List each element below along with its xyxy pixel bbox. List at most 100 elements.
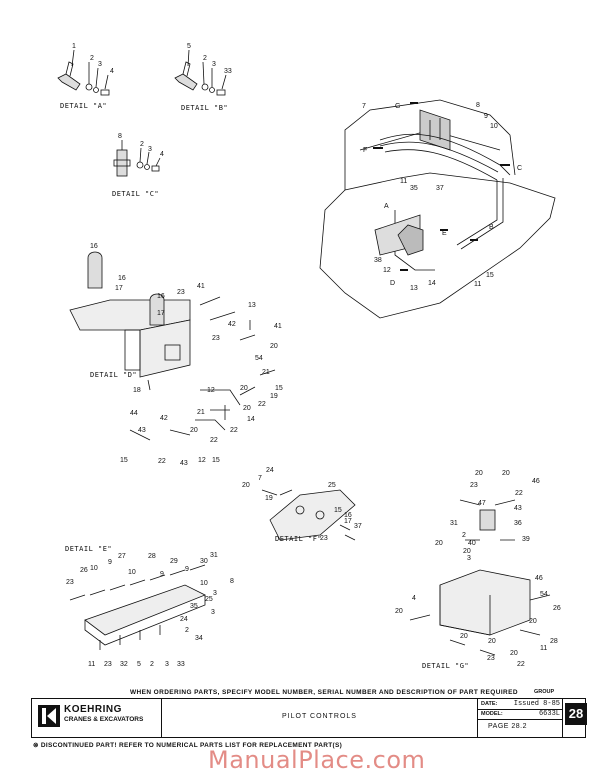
svg-text:11: 11: [540, 645, 547, 652]
svg-text:42: 42: [228, 321, 236, 328]
svg-text:F: F: [363, 147, 367, 154]
detail-a-label: DETAIL "A": [60, 102, 108, 110]
ordering-note: WHEN ORDERING PARTS, SPECIFY MODEL NUMBE…: [130, 689, 518, 696]
svg-text:37: 37: [436, 185, 444, 192]
svg-text:44: 44: [130, 410, 138, 417]
svg-text:8: 8: [476, 102, 480, 109]
svg-text:3: 3: [213, 590, 217, 597]
svg-text:9: 9: [108, 559, 112, 566]
svg-text:9: 9: [160, 571, 164, 578]
svg-text:12: 12: [383, 267, 391, 274]
detail-e-label: DETAIL "E": [65, 545, 113, 553]
svg-text:33: 33: [224, 68, 232, 75]
svg-text:14: 14: [247, 416, 255, 423]
svg-text:23: 23: [470, 482, 478, 489]
svg-text:20: 20: [510, 650, 518, 657]
svg-text:15: 15: [486, 272, 494, 279]
svg-text:G: G: [395, 103, 400, 110]
svg-text:47: 47: [478, 500, 486, 507]
meta-cell: DATE: Issued 8-85 MODEL: 6633L PAGE 28.2: [477, 699, 563, 737]
svg-text:33: 33: [177, 661, 185, 668]
svg-text:2: 2: [203, 55, 207, 62]
detail-e-drawing: [69, 564, 206, 650]
svg-text:26: 26: [80, 567, 88, 574]
svg-text:9: 9: [185, 566, 189, 573]
svg-text:5: 5: [187, 43, 191, 50]
svg-text:37: 37: [354, 523, 362, 530]
machine-view-drawing: [319, 99, 556, 319]
page-title: PILOT CONTROLS: [282, 713, 357, 720]
svg-text:20: 20: [242, 482, 250, 489]
svg-text:20: 20: [463, 548, 471, 555]
svg-text:22: 22: [210, 437, 218, 444]
detail-d-drawing: [69, 251, 276, 441]
svg-text:19: 19: [265, 495, 273, 502]
svg-text:31: 31: [210, 552, 218, 559]
date-value: Issued 8-85: [513, 700, 560, 708]
svg-text:11: 11: [474, 281, 481, 288]
svg-text:27: 27: [118, 553, 126, 560]
date-label: DATE:: [481, 701, 498, 707]
model-label: MODEL:: [481, 711, 503, 717]
svg-text:26: 26: [553, 605, 561, 612]
svg-text:17: 17: [115, 285, 123, 292]
svg-text:13: 13: [248, 302, 256, 309]
svg-text:35: 35: [190, 603, 198, 610]
detail-c-label: DETAIL "C": [112, 190, 160, 198]
page-number: PAGE 28.2: [488, 723, 528, 730]
svg-text:3: 3: [98, 61, 102, 68]
svg-text:A: A: [384, 203, 389, 210]
svg-text:43: 43: [180, 460, 188, 467]
detail-f-drawing: [261, 489, 356, 541]
svg-text:41: 41: [197, 283, 205, 290]
koehring-k-icon: [38, 705, 60, 727]
svg-text:22: 22: [230, 427, 238, 434]
svg-text:23: 23: [320, 535, 328, 542]
watermark: ManualPlace.com: [208, 746, 426, 774]
discontinued-footnote: ⊗ DISCONTINUED PART! REFER TO NUMERICAL …: [33, 742, 343, 749]
svg-text:32: 32: [120, 661, 128, 668]
svg-text:8: 8: [118, 133, 122, 140]
svg-text:43: 43: [514, 505, 522, 512]
svg-text:3: 3: [211, 609, 215, 616]
svg-text:15: 15: [120, 457, 128, 464]
svg-text:24: 24: [266, 467, 274, 474]
svg-text:54: 54: [540, 591, 548, 598]
model-value: 6633L: [538, 710, 560, 718]
svg-text:46: 46: [535, 575, 543, 582]
svg-text:15: 15: [212, 457, 220, 464]
svg-text:2: 2: [185, 627, 189, 634]
svg-text:7: 7: [362, 103, 366, 110]
svg-text:20: 20: [435, 540, 443, 547]
svg-text:21: 21: [262, 369, 270, 376]
svg-text:25: 25: [328, 482, 336, 489]
svg-text:22: 22: [158, 458, 166, 465]
svg-text:10: 10: [200, 580, 208, 587]
svg-text:20: 20: [488, 638, 496, 645]
svg-text:31: 31: [450, 520, 458, 527]
model-row: MODEL: 6633L: [478, 709, 563, 720]
detail-a-drawing: [57, 49, 110, 96]
svg-text:D: D: [390, 280, 395, 287]
svg-text:38: 38: [374, 257, 382, 264]
title-block: KOEHRING CRANES & EXCAVATORS PILOT CONTR…: [31, 698, 587, 738]
svg-text:20: 20: [190, 427, 198, 434]
svg-text:5: 5: [137, 661, 141, 668]
svg-text:20: 20: [395, 608, 403, 615]
svg-text:3: 3: [467, 555, 471, 562]
detail-d-label: DETAIL "D": [90, 371, 138, 379]
company-logo: KOEHRING CRANES & EXCAVATORS: [32, 699, 162, 737]
svg-text:3: 3: [148, 146, 152, 153]
detail-g-label: DETAIL "G": [422, 662, 470, 670]
detail-g-drawing: [409, 499, 551, 656]
svg-text:16: 16: [90, 243, 98, 250]
svg-text:23: 23: [104, 661, 112, 668]
svg-text:30: 30: [200, 558, 208, 565]
svg-text:10: 10: [90, 565, 98, 572]
svg-text:8: 8: [230, 578, 234, 585]
svg-text:3: 3: [165, 661, 169, 668]
svg-text:22: 22: [258, 401, 266, 408]
svg-text:22: 22: [517, 661, 525, 668]
svg-text:23: 23: [177, 289, 185, 296]
